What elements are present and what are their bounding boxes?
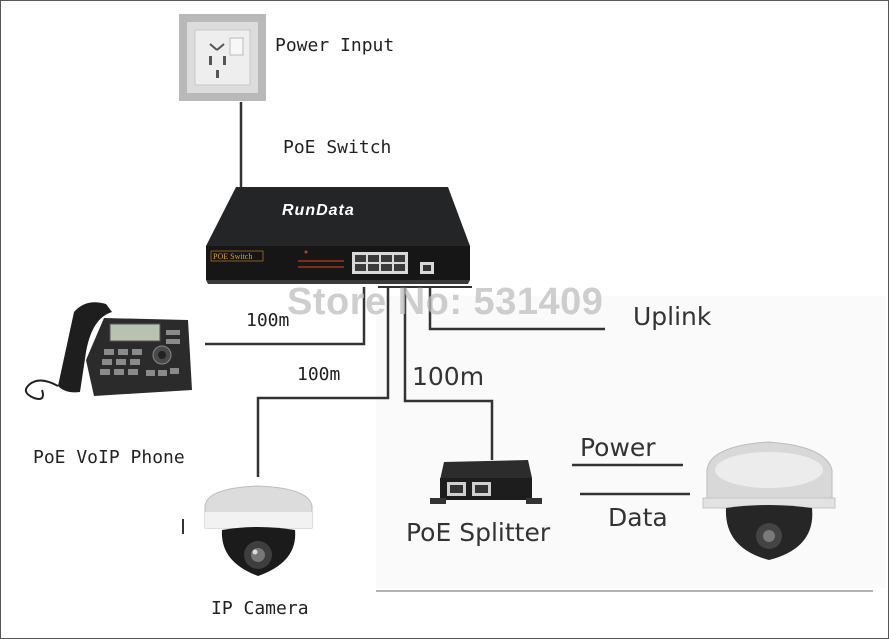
phone-link-length: 100m [246,310,290,331]
voip-phone-label: PoE VoIP Phone [33,447,185,468]
camera-link [256,287,390,477]
ip-camera-icon [204,485,313,576]
connection-lines [205,102,690,496]
poe-switch-label: PoE Switch [283,137,392,158]
phone-link [205,287,366,346]
switch-brand-label: RunData [282,202,355,219]
splitter-link-length: 100m [412,362,485,391]
power-input-label: Power Input [275,35,395,56]
uplink-line [428,287,605,331]
data-label: Data [608,503,668,532]
watermark: Store No: 531409 [287,281,604,323]
uplink-label: Uplink [633,302,712,331]
switch-badge-label: POE Switch [213,252,253,261]
poe-switch-device [206,187,470,284]
ip-camera-label: IP Camera [211,598,309,619]
power-outlet-icon [179,14,266,101]
dome-camera-icon [702,441,836,560]
poe-splitter-device [430,460,542,504]
power-label: Power [580,433,656,462]
poe-splitter-label: PoE Splitter [406,518,551,547]
splitter-link [403,287,494,460]
voip-phone-icon [24,302,192,400]
camera-link-length: 100m [297,364,341,385]
